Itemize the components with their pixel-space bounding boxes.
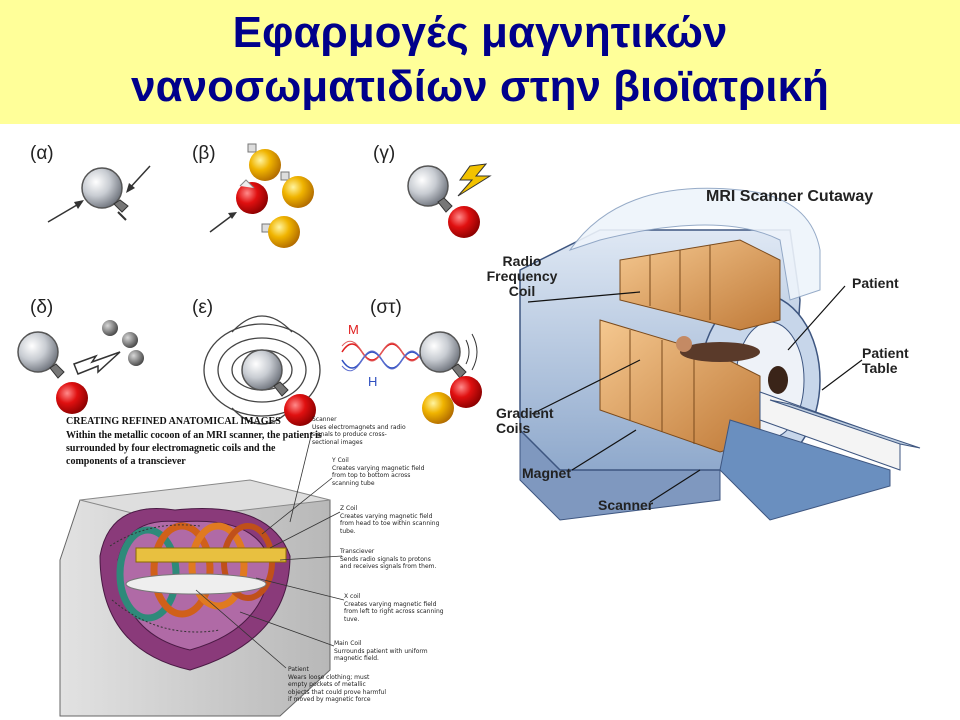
note-main-coil-text: Surrounds patient with uniform magnetic … bbox=[334, 647, 428, 663]
panel-label-gamma: (γ) bbox=[373, 143, 396, 164]
note-transciever: Transciever Sends radio signals to proto… bbox=[340, 548, 440, 571]
anatomical-body: Within the metallic cocoon of an MRI sca… bbox=[66, 430, 322, 467]
label-magnet: Magnet bbox=[522, 465, 571, 481]
note-y-coil: Y Coil Creates varying magnetic field fr… bbox=[332, 457, 432, 487]
slide-title-line-2: νανοσωματιδίων στην βιοϊατρική bbox=[131, 62, 829, 111]
note-main-coil-name: Main Coil bbox=[334, 640, 362, 647]
label-rf-coil: Radio Frequency Coil bbox=[486, 253, 558, 299]
panel-label-delta: (δ) bbox=[30, 297, 54, 318]
wave-label-h: H bbox=[368, 374, 378, 389]
anatomical-cutaway-illustration bbox=[59, 431, 345, 717]
note-patient-name: Patient bbox=[288, 666, 309, 673]
title-banner: Εφαρμογές μαγνητικών νανοσωματιδίων στην… bbox=[0, 0, 960, 124]
note-z-coil: Z Coil Creates varying magnetic field fr… bbox=[340, 505, 440, 535]
note-transciever-name: Transciever bbox=[340, 548, 375, 555]
note-scanner: Scanner Uses electromagnets and radio si… bbox=[312, 416, 412, 446]
label-scanner: Scanner bbox=[598, 497, 654, 513]
label-gradient-coils: Gradient Coils bbox=[496, 405, 554, 436]
note-patient: Patient Wears loose clothing; must empty… bbox=[288, 666, 388, 704]
note-scanner-text: Uses electromagnets and radio signals to… bbox=[312, 423, 406, 446]
panel-delta-drawing bbox=[17, 320, 144, 414]
note-scanner-name: Scanner bbox=[312, 416, 337, 423]
panel-label-alpha: (α) bbox=[30, 143, 54, 164]
note-main-coil: Main Coil Surrounds patient with uniform… bbox=[334, 640, 434, 663]
note-patient-text: Wears loose clothing; must empty pockets… bbox=[288, 673, 387, 704]
panel-label-epsilon: (ε) bbox=[192, 297, 214, 318]
panel-stigma-drawing bbox=[341, 331, 482, 424]
note-transciever-text: Sends radio signals to protons and recei… bbox=[340, 555, 437, 571]
panel-alpha-drawing bbox=[47, 165, 151, 223]
note-z-coil-name: Z Coil bbox=[340, 505, 358, 512]
slide-title-line-1: Εφαρμογές μαγνητικών bbox=[232, 8, 728, 57]
note-x-coil-text: Creates varying magnetic field from left… bbox=[344, 600, 444, 623]
mri-cutaway-title: MRI Scanner Cutaway bbox=[706, 188, 874, 205]
anatomical-title: CREATING REFINED ANATOMICAL IMAGES bbox=[66, 416, 281, 427]
note-y-coil-text: Creates varying magnetic field from top … bbox=[332, 464, 425, 487]
panel-beta-drawing bbox=[209, 143, 314, 248]
panel-label-stigma: (στ) bbox=[370, 297, 402, 318]
mri-scanner-illustration bbox=[519, 187, 921, 521]
label-patient: Patient bbox=[852, 275, 899, 291]
panel-label-beta: (β) bbox=[192, 143, 216, 164]
note-z-coil-text: Creates varying magnetic field from head… bbox=[340, 512, 440, 535]
label-patient-table: Patient Table bbox=[862, 345, 909, 376]
note-x-coil-name: X coil bbox=[344, 593, 361, 600]
panel-gamma-drawing bbox=[407, 163, 492, 238]
note-x-coil: X coil Creates varying magnetic field fr… bbox=[344, 593, 444, 623]
note-y-coil-name: Y Coil bbox=[332, 457, 349, 464]
wave-label-m: M bbox=[348, 322, 359, 337]
